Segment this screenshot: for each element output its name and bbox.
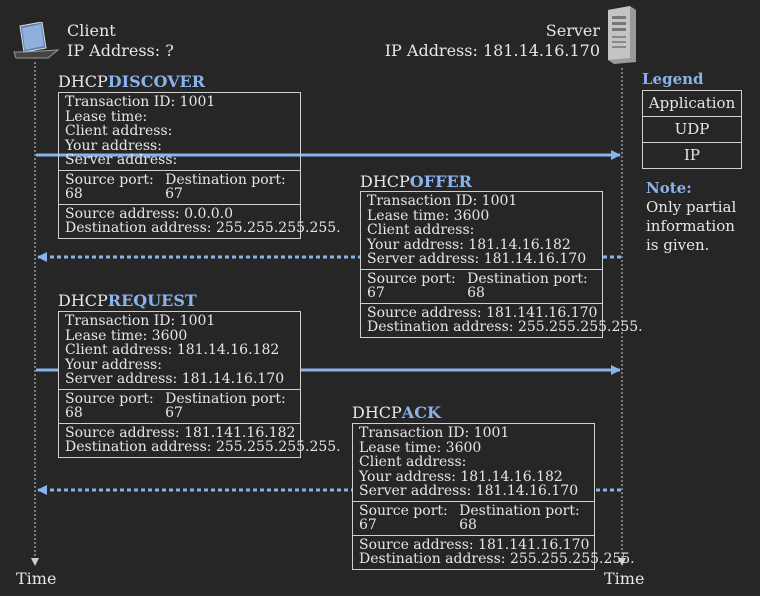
- client-label: Client: [67, 21, 116, 40]
- legend-title: Legend: [642, 70, 704, 88]
- request-title: DHCPREQUEST: [58, 291, 197, 310]
- note-title: Note:: [646, 179, 692, 197]
- legend-udp: UDP: [643, 117, 741, 143]
- legend-application: Application: [643, 91, 741, 117]
- legend-box: Application UDP IP: [642, 90, 742, 169]
- legend-ip: IP: [683, 146, 701, 164]
- ack-title: DHCPACK: [352, 403, 441, 422]
- time-label-client: Time: [16, 569, 57, 588]
- time-label-server: Time: [604, 569, 645, 588]
- client-ip: IP Address: ?: [67, 41, 174, 60]
- server-icon: [608, 6, 636, 64]
- server-label: Server: [545, 21, 600, 40]
- server-ip: IP Address: 181.14.16.170: [384, 41, 600, 60]
- offer-title: DHCPOFFER: [360, 172, 472, 191]
- note: Note: Only partial information is given.: [646, 179, 737, 254]
- discover-title: DHCPDISCOVER: [58, 72, 206, 91]
- laptop-icon: [13, 22, 60, 59]
